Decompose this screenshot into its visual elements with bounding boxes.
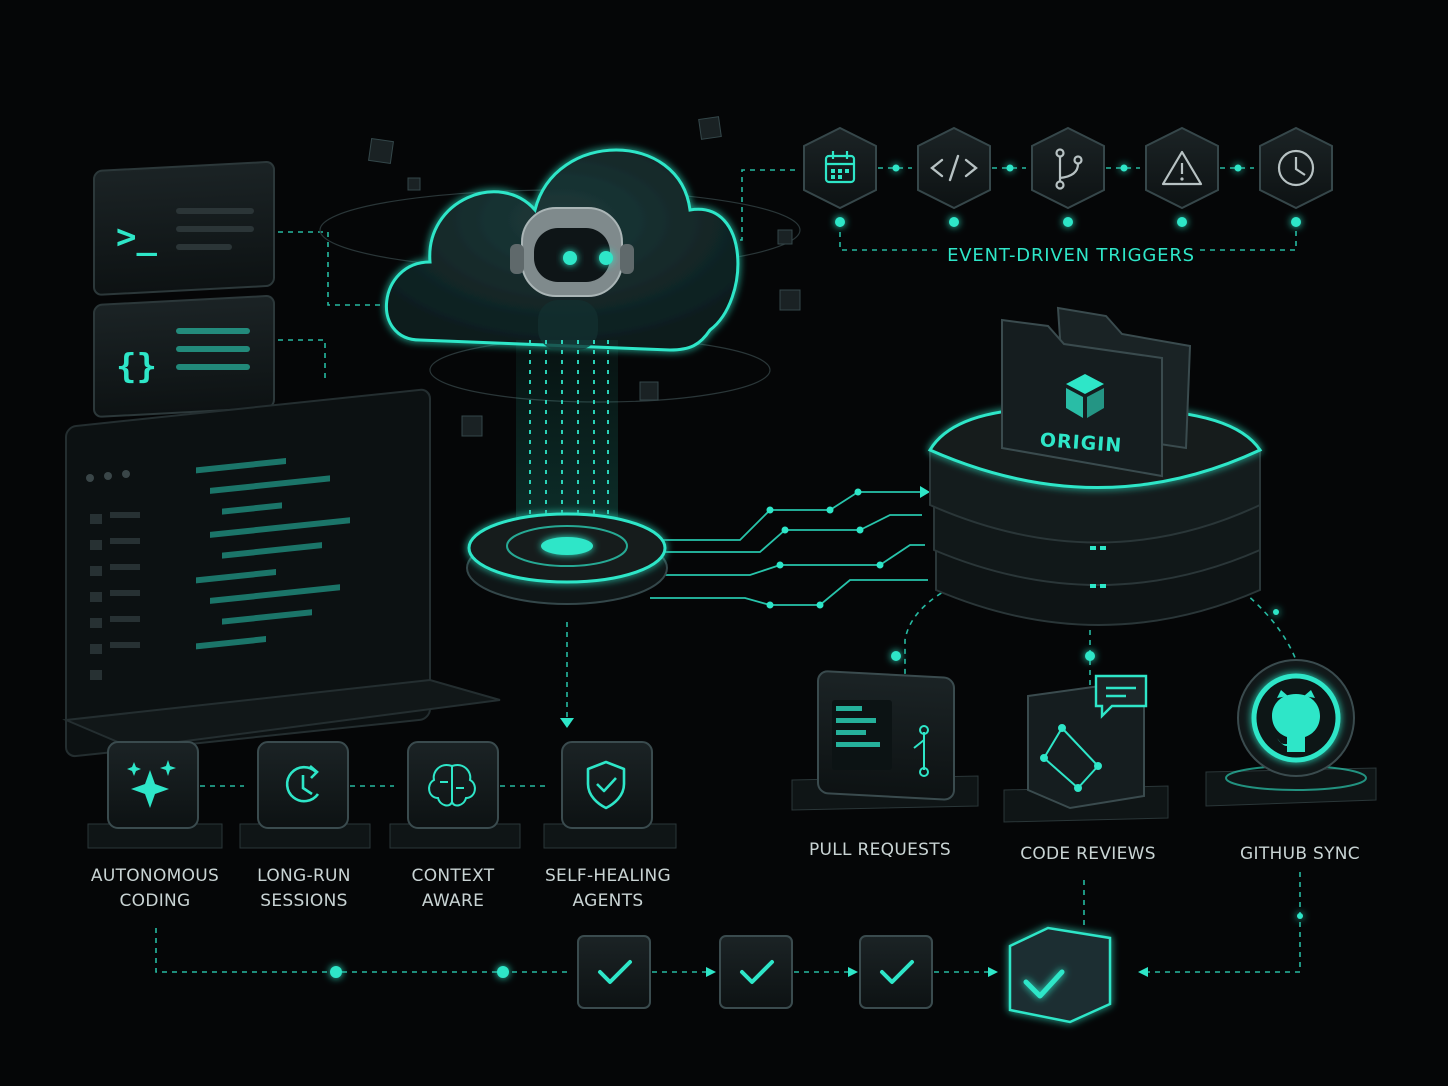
calendar-icon [824,151,856,184]
github-icon [1272,690,1320,752]
trigger-warning [1145,126,1219,210]
connector-dots [330,164,1303,978]
shield-check-icon [586,760,626,810]
warning-icon [1161,150,1203,186]
robot-head-icon [510,207,634,297]
check-icon [598,960,632,984]
terminal-card: >_ [93,161,275,296]
json-card: {} [93,295,275,418]
terminal-prompt-icon: >_ [116,217,157,257]
capability-tile-longrun [239,741,371,849]
arrowheads [560,486,1148,977]
capability-label-autonomous: AUTONOMOUS CODING [90,866,220,911]
output-pull-requests [791,670,979,811]
check-icon [1023,969,1065,999]
check-step-1 [577,935,651,1009]
data-beam [516,340,618,545]
clock-icon [1277,149,1315,187]
output-label-code-reviews: CODE REVIEWS [1020,844,1156,864]
capability-label-longrun: LONG-RUN SESSIONS [257,866,351,911]
output-label-github-sync: GITHUB SYNC [1240,844,1360,864]
capability-label-context: CONTEXT AWARE [411,866,495,911]
capability-tile-autonomous [87,741,223,849]
code-icon [930,154,978,182]
floating-cubes [368,116,801,437]
output-code-reviews [1003,674,1169,823]
triggers-label: EVENT-DRIVEN TRIGGERS [947,245,1195,266]
origin-folder [1001,306,1192,478]
check-icon [740,960,774,984]
cloud-agent [385,148,740,352]
sparkles-icon [127,760,176,808]
data-trace-nodes [766,488,884,609]
trigger-clock [1259,126,1333,210]
capability-tile-selfhealing [543,741,677,849]
check-step-final [1008,926,1112,1024]
capability-tile-context [389,741,521,849]
trigger-branch [1031,126,1105,210]
server-stack [927,406,1263,626]
hub-platform [466,512,668,605]
data-traces [650,491,928,606]
clock-refresh-icon [285,765,320,803]
branch-icon [1055,148,1083,190]
chat-bubble-icon [1094,674,1148,719]
trigger-calendar [803,126,877,210]
output-github-sync [1205,659,1377,807]
laptop-editor [62,388,501,758]
capability-label-selfhealing: SELF-HEALING AGENTS [544,866,672,911]
brain-icon [428,764,476,807]
check-step-2 [719,935,793,1009]
check-icon [880,960,914,984]
review-graph-icon [1040,724,1102,792]
trigger-code [917,126,991,210]
check-step-3 [859,935,933,1009]
output-label-pull-requests: PULL REQUESTS [808,840,952,860]
pull-request-icon [832,700,929,777]
box-icon [1066,374,1104,418]
braces-icon: {} [116,347,157,387]
